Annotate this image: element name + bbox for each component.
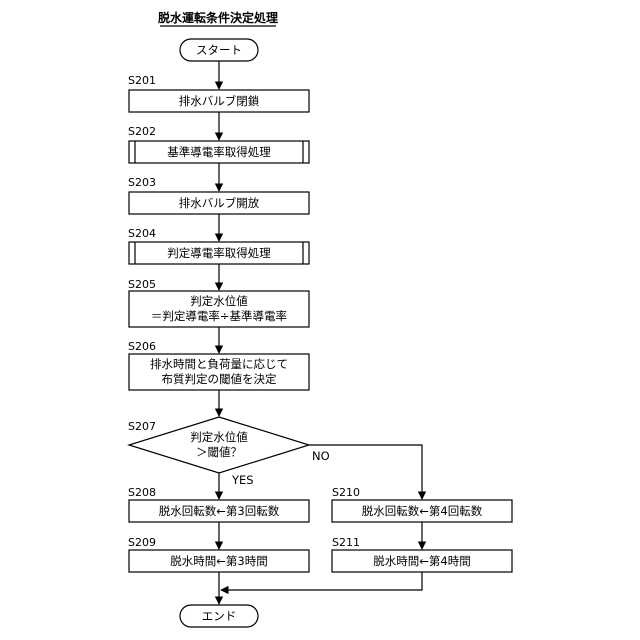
- process-text-s205-line2: ＝判定導電率÷基準導電率: [151, 309, 287, 323]
- start-label: スタート: [196, 43, 242, 57]
- step-id-s205: S205: [128, 278, 156, 291]
- subprocess-box-s202: 基準導電率取得処理: [129, 141, 309, 163]
- process-text-s211: 脱水時間←第4時間: [373, 554, 470, 568]
- process-text-s203: 排水バルブ開放: [179, 196, 260, 210]
- end-label: エンド: [202, 609, 237, 623]
- no-label: NO: [312, 449, 330, 463]
- arrow-s211-merge: [221, 572, 422, 590]
- decision-text-s207-line2: ＞閾値？: [196, 445, 242, 459]
- decision-diamond-s207: 判定水位値 ＞閾値？: [129, 417, 309, 473]
- process-box-s203: 排水バルブ開放: [129, 192, 309, 214]
- process-box-s209: 脱水時間←第3時間: [129, 550, 309, 572]
- process-text-s206-line1: 排水時間と負荷量に応じて: [150, 357, 288, 371]
- process-text-s201: 排水バルブ閉鎖: [179, 94, 260, 108]
- step-id-s201: S201: [128, 74, 156, 87]
- end-terminal: エンド: [180, 605, 258, 627]
- step-id-s207: S207: [128, 420, 156, 433]
- process-text-s209: 脱水時間←第3時間: [170, 554, 267, 568]
- process-text-s205-line1: 判定水位値: [190, 294, 248, 308]
- step-id-s211: S211: [332, 536, 360, 549]
- process-box-s206: 排水時間と負荷量に応じて 布質判定の閾値を決定: [129, 354, 309, 390]
- yes-label: YES: [231, 473, 254, 487]
- process-text-s202: 基準導電率取得処理: [167, 145, 271, 159]
- step-id-s210: S210: [332, 486, 360, 499]
- start-terminal: スタート: [180, 39, 258, 61]
- step-id-s209: S209: [128, 536, 156, 549]
- process-text-s208: 脱水回転数←第3回転数: [159, 504, 280, 518]
- decision-text-s207-line1: 判定水位値: [190, 430, 248, 444]
- process-box-s208: 脱水回転数←第3回転数: [129, 500, 309, 522]
- step-id-s203: S203: [128, 176, 156, 189]
- step-id-s206: S206: [128, 340, 156, 353]
- process-text-s206-line2: 布質判定の閾値を決定: [162, 372, 277, 386]
- step-id-s202: S202: [128, 125, 156, 138]
- process-text-s210: 脱水回転数←第4回転数: [362, 504, 483, 518]
- process-box-s210: 脱水回転数←第4回転数: [332, 500, 512, 522]
- process-text-s204: 判定導電率取得処理: [167, 246, 271, 260]
- step-id-s208: S208: [128, 486, 156, 499]
- subprocess-box-s204: 判定導電率取得処理: [129, 242, 309, 264]
- step-id-s204: S204: [128, 227, 156, 240]
- process-box-s211: 脱水時間←第4時間: [332, 550, 512, 572]
- process-box-s201: 排水バルブ閉鎖: [129, 90, 309, 112]
- process-box-s205: 判定水位値 ＝判定導電率÷基準導電率: [129, 291, 309, 327]
- diagram-title: 脱水運転条件決定処理: [158, 10, 278, 25]
